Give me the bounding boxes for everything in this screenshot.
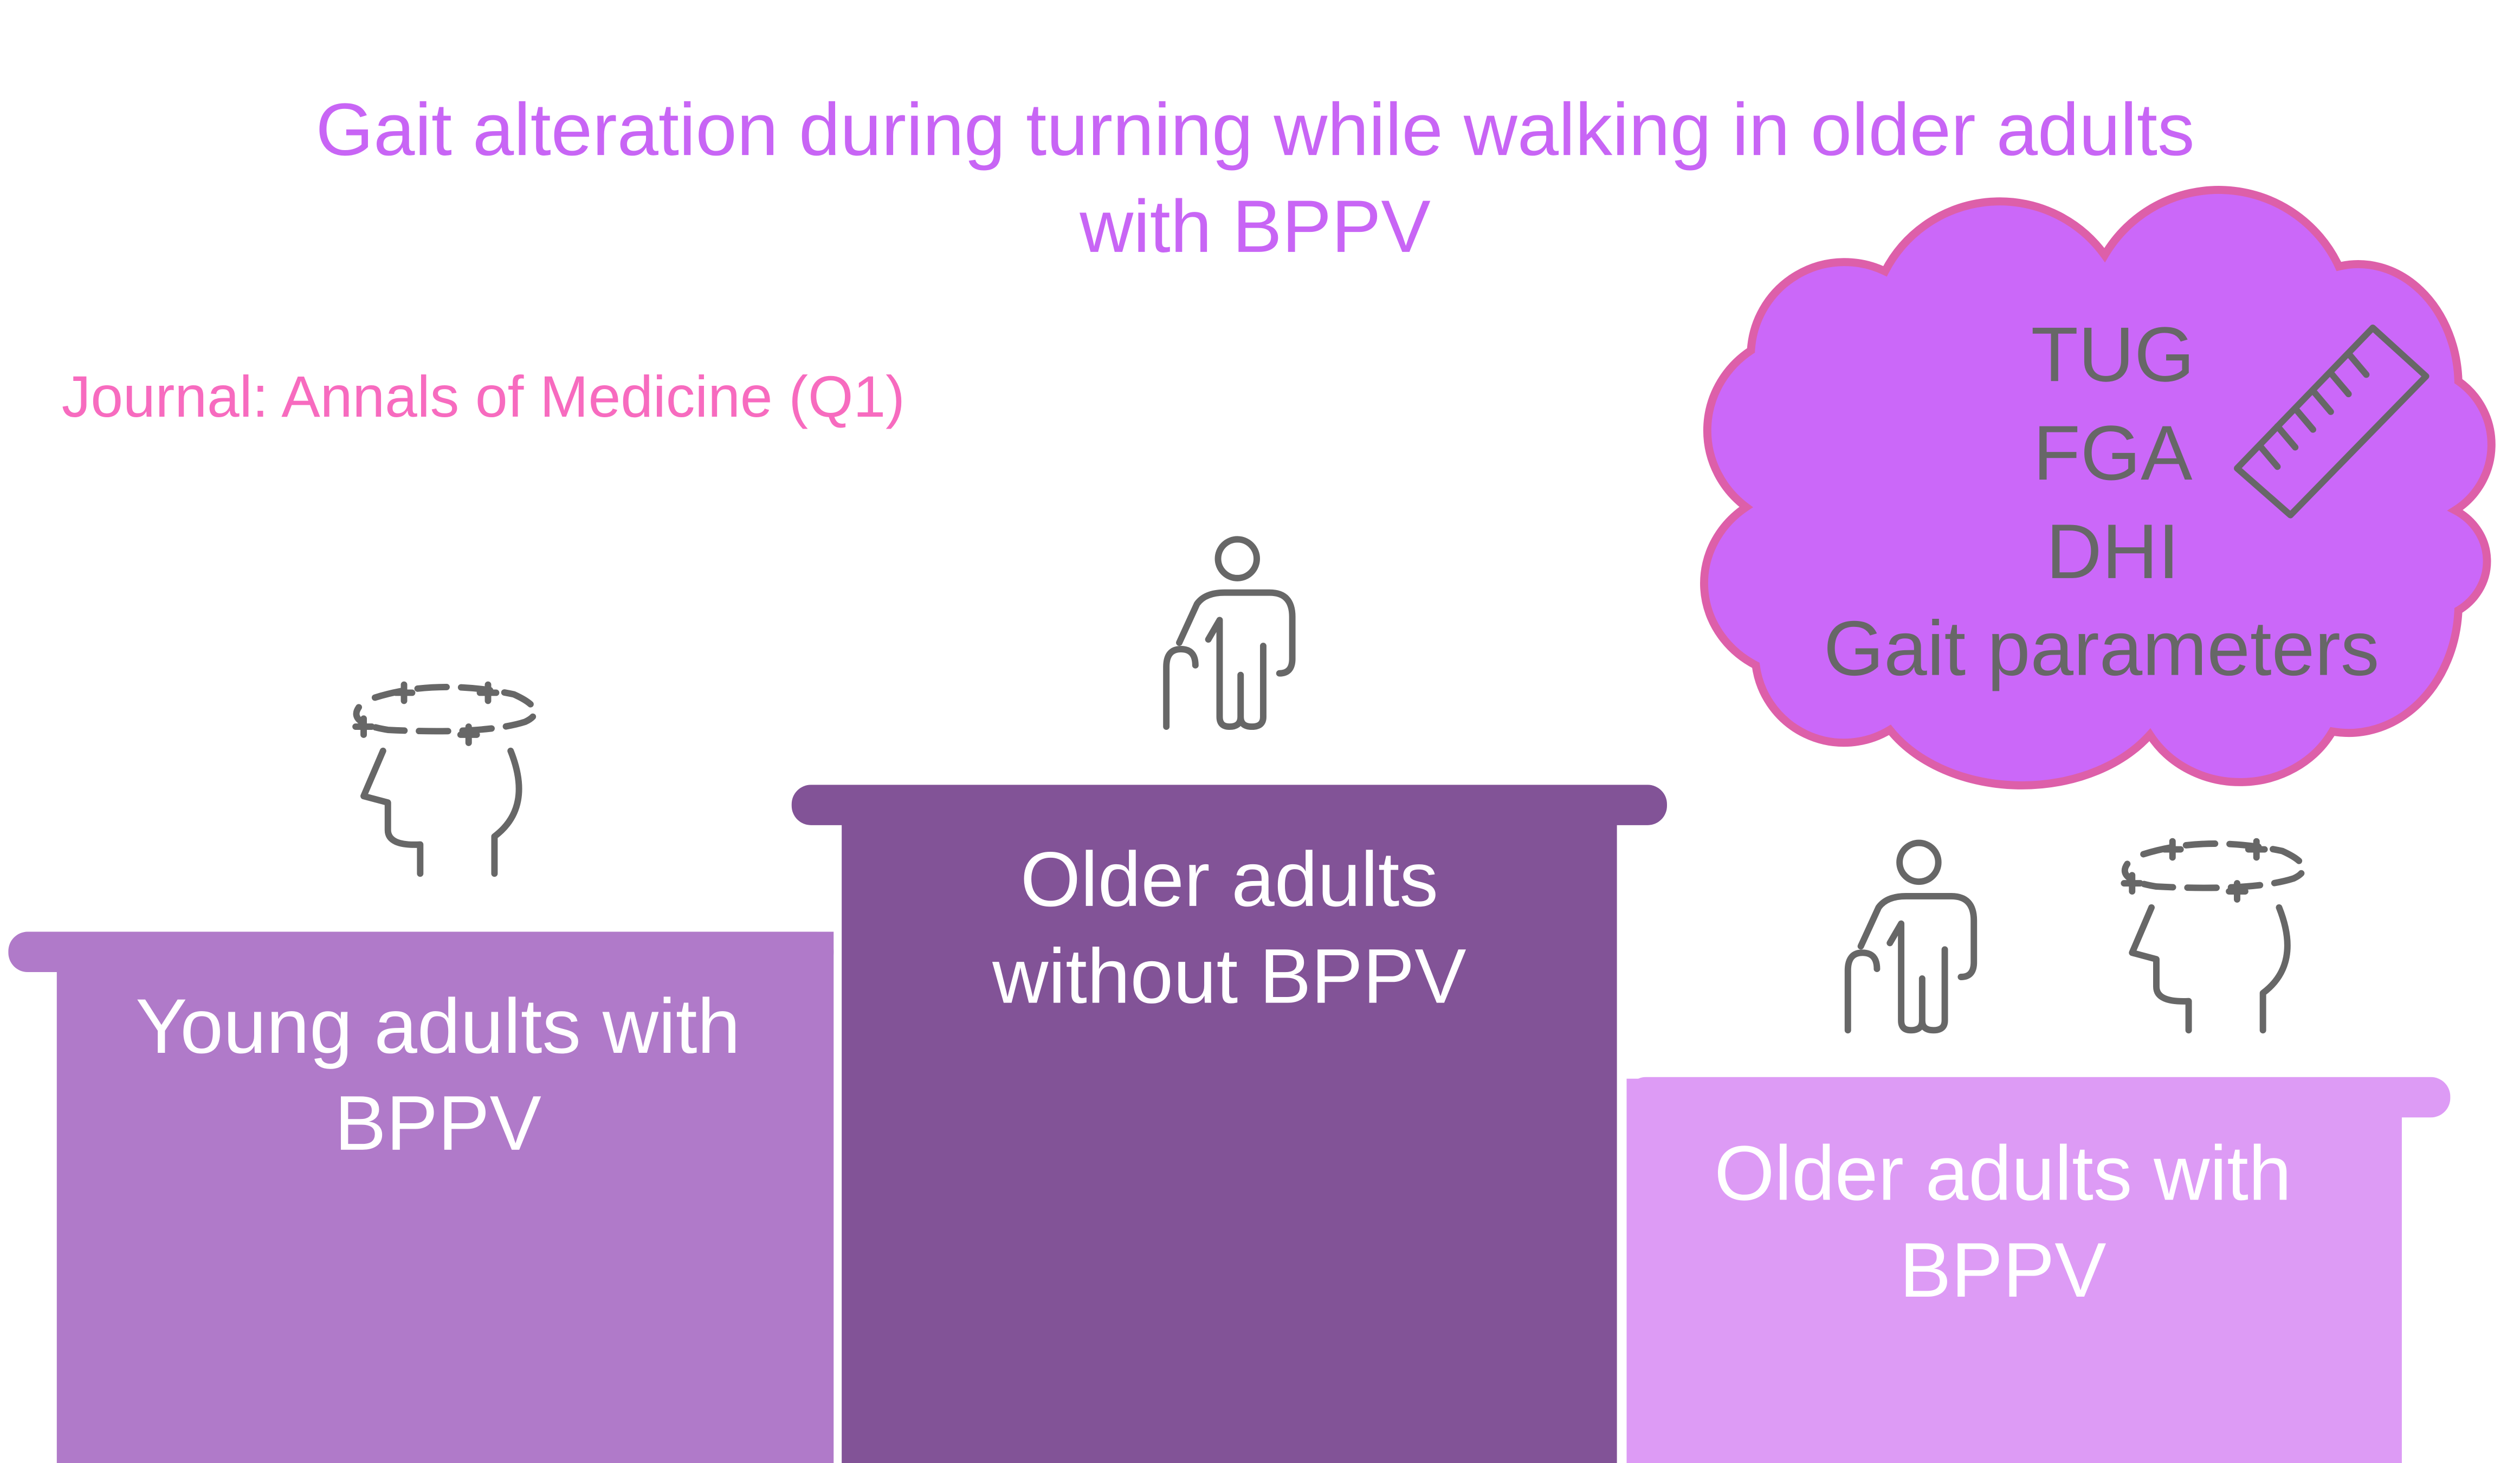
dizzy-head-icon [2121, 838, 2307, 1034]
measures-cloud: TUG FGA DHI Gait parameters [1700, 186, 2496, 789]
podium-young-adults-bppv: Young adults with BPPV [8, 931, 834, 1463]
title-line-1: Gait alteration during turning while wal… [316, 88, 2195, 171]
podium-label-line-1: Older adults with [1714, 1130, 2291, 1216]
podium-label-line-2: without BPPV [992, 934, 1466, 1020]
podium-older-adults-bppv: Older adults with BPPV [1626, 1077, 2451, 1463]
measure-gait-parameters: Gait parameters [1824, 606, 2379, 692]
podium-label-line-2: BPPV [1899, 1227, 2107, 1313]
journal-label: Journal: Annals of Medicine (Q1) [62, 364, 905, 429]
dizzy-head-icon [352, 681, 539, 877]
title-line-2: with BPPV [1079, 185, 1431, 268]
cloud-shape [1700, 186, 2496, 789]
ruler-icon [2234, 325, 2429, 519]
measure-dhi: DHI [2046, 509, 2179, 595]
podium-older-adults-without-bppv: Older adults without BPPV [791, 785, 1667, 1463]
podium-label-line-1: Older adults [1020, 837, 1438, 923]
elderly-person-cane-icon [1844, 839, 1978, 1034]
measure-fga: FGA [2033, 410, 2193, 496]
podium-label-line-1: Young adults with [135, 983, 740, 1070]
podium-label-line-2: BPPV [334, 1080, 541, 1167]
measure-tug: TUG [2031, 312, 2195, 398]
elderly-person-cane-icon [1163, 536, 1296, 730]
